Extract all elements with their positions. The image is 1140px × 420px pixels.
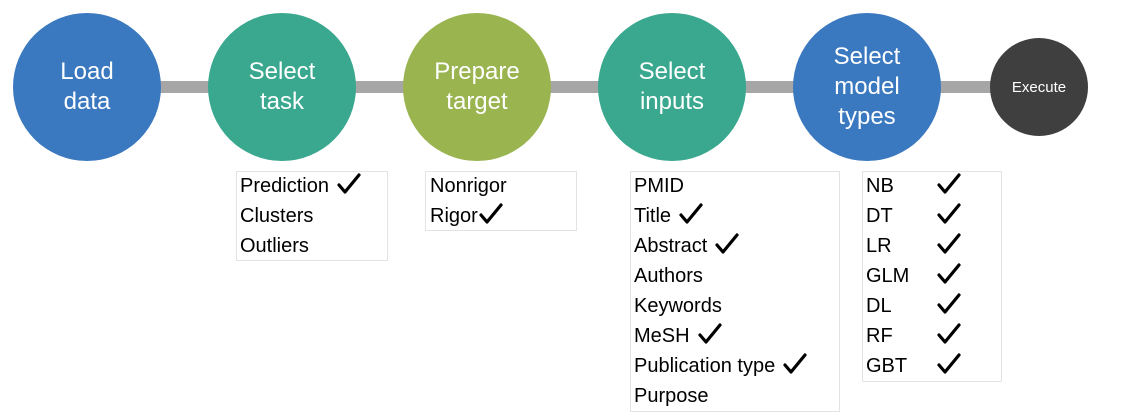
- panel-model-options: [862, 171, 1002, 382]
- input-option-publication-type: Publication type: [634, 355, 776, 377]
- step-load-data-label: Load data: [60, 58, 114, 115]
- target-option-rigor: Rigor: [430, 205, 478, 227]
- step-prepare-target: Prepare target: [403, 13, 551, 161]
- checkmark-icon: [337, 172, 361, 196]
- checkmark-icon: [697, 322, 722, 346]
- model-option-dl: DL: [866, 295, 892, 317]
- checkmark-icon: [715, 232, 739, 256]
- step-select-model-types-label: Select model types: [833, 43, 901, 130]
- model-option-gbt: GBT: [866, 355, 908, 377]
- target-option-nonrigor: Nonrigor: [430, 175, 507, 197]
- step-select-model-types: Select model types: [793, 13, 941, 161]
- checkmark-icon: [937, 352, 961, 376]
- checkmark-icon: [937, 322, 961, 346]
- panel-target-options: [425, 171, 577, 231]
- step-select-task-label: Select task: [248, 58, 316, 115]
- input-option-title: Title: [634, 205, 672, 227]
- checkmark-icon: [937, 172, 961, 196]
- model-option-glm: GLM: [866, 265, 910, 287]
- panel-task-options: [236, 171, 388, 261]
- step-prepare-target-label: Prepare target: [434, 58, 520, 115]
- checkmark-icon: [679, 202, 703, 226]
- step-load-data: Load data: [13, 13, 161, 161]
- checkmark-icon: [937, 262, 961, 286]
- checkmark-icon: [937, 232, 961, 256]
- checkmark-icon: [937, 202, 961, 226]
- checkmark-icon: [937, 292, 961, 316]
- model-option-dt: DT: [866, 205, 893, 227]
- model-option-lr: LR: [866, 235, 892, 257]
- panel-input-options: [630, 171, 840, 412]
- step-execute: Execute: [990, 38, 1088, 136]
- checkmark-icon: [783, 352, 807, 376]
- input-option-mesh: MeSH: [634, 325, 690, 347]
- input-option-authors: Authors: [634, 265, 703, 287]
- step-select-inputs: Select inputs: [598, 13, 746, 161]
- input-option-abstract: Abstract: [634, 235, 708, 257]
- task-option-outliers: Outliers: [240, 235, 309, 257]
- step-select-inputs-label: Select inputs: [638, 58, 706, 115]
- task-option-clusters: Clusters: [240, 205, 314, 227]
- checkmark-icon: [479, 202, 503, 226]
- step-execute-label: Execute: [1011, 78, 1067, 96]
- model-option-rf: RF: [866, 325, 893, 347]
- model-option-nb: NB: [866, 175, 894, 197]
- task-option-prediction: Prediction: [240, 175, 329, 197]
- input-option-keywords: Keywords: [634, 295, 722, 317]
- step-select-task: Select task: [208, 13, 356, 161]
- input-option-purpose: Purpose: [634, 385, 709, 407]
- input-option-pmid: PMID: [634, 175, 684, 197]
